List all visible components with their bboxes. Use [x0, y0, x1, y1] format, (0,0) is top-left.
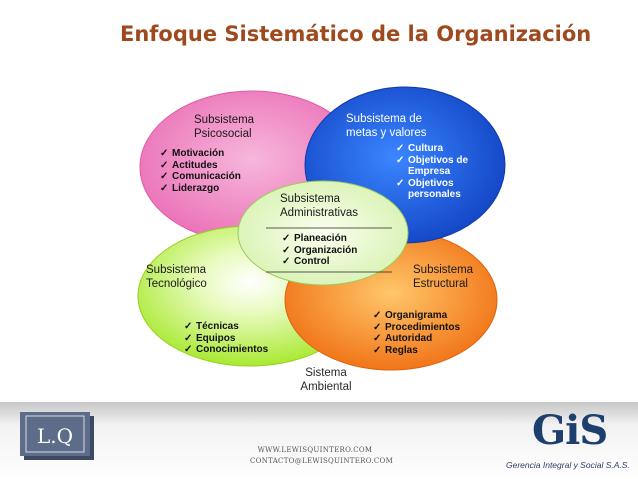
check-icon: ✓	[282, 233, 291, 244]
administrativas-list: ✓Planeación ✓Organización ✓Control	[282, 233, 357, 268]
ellipse-administrativas	[237, 180, 409, 286]
gis-logo: GiS	[532, 407, 608, 454]
gis-tagline: Gerencia Integral y Social S.A.S.	[506, 460, 630, 470]
list-item: ✓Procedimientos	[373, 321, 461, 333]
check-icon: ✓	[282, 244, 291, 256]
lq-logo: L.Q	[20, 412, 94, 460]
check-icon: ✓	[396, 177, 405, 189]
check-icon: ✓	[282, 256, 291, 267]
website-link[interactable]: WWW.LEWISQUINTERO.COM	[257, 446, 373, 454]
email-link[interactable]: CONTACTO@LEWISQUINTERO.COM	[250, 457, 394, 465]
list-item: ✓Organigrama	[373, 310, 448, 321]
lq-logo-text: L.Q	[37, 424, 73, 448]
list-item: ✓Comunicación	[160, 171, 241, 182]
check-icon: ✓	[396, 154, 405, 166]
list-item: ✓Organización	[282, 244, 358, 256]
list-item: ✓Actitudes	[160, 159, 218, 171]
check-icon: ✓	[160, 182, 169, 194]
administrativas-label: Subsistema Administrativas	[280, 193, 358, 219]
psicosocial-label: Subsistema Psicosocial	[194, 114, 255, 140]
list-item: ✓Motivación	[160, 148, 225, 159]
list-item: ✓Objetivos de Empresa	[396, 154, 469, 178]
check-icon: ✓	[373, 344, 382, 356]
tecnologico-label: Subsistema Tecnológico	[146, 264, 207, 290]
check-icon: ✓	[373, 310, 382, 321]
estructural-label: Subsistema Estructural	[413, 264, 474, 290]
check-icon: ✓	[184, 332, 193, 344]
list-item: ✓Liderazgo	[160, 182, 220, 194]
list-item: ✓Reglas	[373, 344, 418, 356]
list-item: ✓Conocimientos	[184, 344, 269, 355]
check-icon: ✓	[160, 148, 169, 159]
list-item: ✓Técnicas	[184, 321, 239, 332]
estructural-list: ✓Organigrama ✓Procedimientos ✓Autoridad …	[373, 310, 460, 356]
check-icon: ✓	[184, 344, 193, 355]
list-item: ✓Autoridad	[373, 333, 433, 344]
metas-list: ✓Cultura ✓Objetivos de Empresa ✓Objetivo…	[396, 143, 492, 201]
list-item: ✓Control	[282, 256, 330, 267]
psicosocial-list: ✓Motivación ✓Actitudes ✓Comunicación ✓Li…	[160, 148, 241, 194]
check-icon: ✓	[373, 321, 382, 333]
check-icon: ✓	[160, 159, 169, 171]
metas-label: Subsistema de metas y valores	[346, 113, 427, 139]
page-title: Enfoque Sistemático de la Organización	[120, 22, 592, 46]
organization-systems-diagram	[137, 86, 506, 371]
tecnologico-list: ✓Técnicas ✓Equipos ✓Conocimientos	[184, 321, 268, 356]
contact-block: WWW.LEWISQUINTERO.COM CONTACTO@LEWISQUIN…	[250, 445, 394, 467]
list-item: ✓Objetivos personales	[396, 177, 461, 201]
footer-band	[0, 402, 638, 479]
list-item: ✓Planeación	[282, 233, 347, 244]
environment-label: Sistema Ambiental	[300, 367, 352, 393]
check-icon: ✓	[396, 143, 405, 154]
list-item: ✓Cultura	[396, 143, 443, 154]
check-icon: ✓	[184, 321, 193, 332]
check-icon: ✓	[373, 333, 382, 344]
check-icon: ✓	[160, 171, 169, 182]
list-item: ✓Equipos	[184, 332, 236, 344]
